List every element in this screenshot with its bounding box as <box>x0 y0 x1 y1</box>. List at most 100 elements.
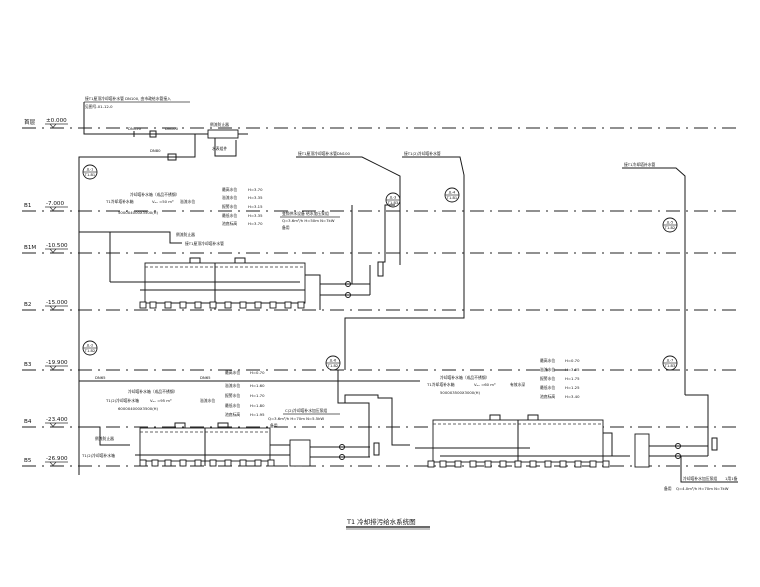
valve-icon <box>130 131 138 137</box>
floor-name: B2 <box>24 302 31 308</box>
pipe-size: DN100 <box>165 126 179 131</box>
valve-row <box>139 459 275 467</box>
riser-sub: T1-B3 <box>664 364 675 368</box>
level-label: 首层 ±0.000 <box>24 118 68 129</box>
pump-icon <box>345 281 351 287</box>
pressure-tank-icon <box>373 442 380 456</box>
branch-pipe <box>145 134 196 158</box>
pump-icon <box>345 292 351 298</box>
level-name: 最低水位 <box>222 213 237 218</box>
water-levels: 最高水位 H=0.70 溢流水位 H=3.05 报警水位 H=1.75 最低水位… <box>540 358 580 399</box>
tank-label: T1冷却塔补水箱 <box>105 199 134 204</box>
riser-tag: JL-7 T1-B3 <box>662 355 678 371</box>
riser-id: JL-2 <box>86 344 94 348</box>
routing-pipe <box>344 156 465 370</box>
elevation-value: -23.400 <box>46 417 68 423</box>
pump-unit: 1用1备 <box>725 476 738 481</box>
elevation-marker-icon <box>45 123 68 129</box>
tank-1: 冷却塔补水箱（成品不锈钢） T1冷却塔补水箱 Vₑₓ =50 m³ 溢流水位 5… <box>79 187 321 310</box>
pump-group-3: 冷却塔补水加压泵组 1用1备 备用 Q=4.0m³/h H=70m N=7kW <box>649 394 738 491</box>
riser-tag: JL-2 T1-B2 <box>82 340 98 356</box>
pump-note: 备用 <box>270 423 278 428</box>
routing-pipe <box>622 167 686 395</box>
valve-icon <box>167 153 177 161</box>
vent-icon <box>489 414 539 420</box>
pump-group-1: 变频供水设备 给水加压泵组 Q=3.6m³/h H=50m N=7kW 备用 <box>280 204 395 298</box>
riser-tag: JL-5 T1-B2 <box>662 217 678 233</box>
pump-housing <box>289 439 311 467</box>
tank-label: T1冷却塔补水箱 <box>426 382 455 387</box>
level-lines <box>22 127 740 467</box>
level-value: H=1.80 <box>250 403 265 408</box>
pump-pipes <box>649 445 708 457</box>
level-name: 溢流水位 <box>222 195 237 200</box>
riser-tag: JL-4 T1-B1 <box>444 187 460 203</box>
pump-housing <box>634 433 650 468</box>
inlet-pipe <box>79 231 182 244</box>
pipe-note: 接T1屋顶冷却塔补水管 <box>185 241 224 246</box>
riser-id: JL-5 <box>666 221 674 225</box>
pipe-size: DN80 <box>150 148 161 153</box>
elevation-marker-icon <box>45 422 68 428</box>
tank-side-label: 有效水深 <box>510 382 525 387</box>
floor-name: B5 <box>24 458 32 464</box>
level-name: 最低水位 <box>225 403 240 408</box>
intake-note: 接T1屋顶冷却塔补水管 DN100, 由市政给水管接入 <box>85 96 171 101</box>
level-value: H=3.35 <box>248 195 263 200</box>
pipe-size: DN65 <box>200 375 211 380</box>
level-value: H=3.15 <box>248 204 263 209</box>
inlet-pipe <box>79 426 130 446</box>
level-label: B4 -23.400 <box>24 417 68 428</box>
routing-upper: 接T1屋顶冷却塔补水管DN100 接T1(2)冷却塔补水管 接T1冷却塔补水管 <box>296 151 686 395</box>
level-value: H=1.60 <box>250 383 265 388</box>
tank-volume: Vₑₓ =60 m³ <box>474 382 496 387</box>
pump-label: 冷却塔补水加压泵组 <box>683 476 717 481</box>
riser-sub: T1-B3 <box>387 201 398 205</box>
level-name: 最高水位 <box>540 358 555 363</box>
tank-name: 冷却塔补水箱（成品不锈钢） <box>130 192 179 197</box>
meter-label: 水表组件 <box>212 146 227 151</box>
intake-main-pipe <box>83 102 248 135</box>
level-value: H=1.25 <box>565 385 580 390</box>
tank-name: 冷却塔补水箱（成品不锈钢） <box>440 375 489 380</box>
pump-icon <box>339 454 345 460</box>
tank-size: 5000X4000X3500(H) <box>118 210 159 215</box>
bypass-pipe <box>214 138 237 157</box>
elevation-marker-icon <box>45 248 68 254</box>
level-value: H=3.35 <box>248 213 263 218</box>
pump-spec: Q=3.6m³/h H=50m N=7kW <box>282 218 335 223</box>
level-name: 最高水位 <box>222 187 237 192</box>
riser-tags: JL-1 T1-B1 JL-2 T1-B2 JL-3 T1-B3 JL-4 T1… <box>82 164 678 371</box>
level-value: H=1.70 <box>250 393 265 398</box>
routing-pipe <box>296 156 401 265</box>
riser-sub: T1-B2 <box>327 364 338 368</box>
tank-side-label: 溢流水位 <box>200 398 215 403</box>
level-label: B1M -10.500 <box>24 243 68 254</box>
tank-volume: Vₑₓ =95 m³ <box>150 398 172 403</box>
elevation-value: -15.000 <box>46 300 68 306</box>
riser-sub: T1-B2 <box>664 226 675 230</box>
riser-tag: JL-6 T1-B2 <box>325 355 341 371</box>
level-name: 最高水位 <box>225 370 240 375</box>
level-label: B1 -7.000 <box>24 201 68 212</box>
elevation-value: -26.900 <box>46 456 68 462</box>
pressure-tank-icon <box>711 437 718 451</box>
level-value: H=0.70 <box>565 358 580 363</box>
riser-connector <box>378 204 395 263</box>
riser-sub: T1-B1 <box>446 196 457 200</box>
water-levels: 最高水位 H=0.70 溢流水位 H=1.60 报警水位 H=1.70 最低水位… <box>225 370 265 417</box>
level-name: 报警水位 <box>225 393 240 398</box>
tank-size: 6000X4000X3500(H) <box>118 406 159 411</box>
floor-name: B4 <box>24 419 32 425</box>
valve-label: 倒流防止器 <box>210 122 229 127</box>
tank-2: DN65 DN65 冷却塔补水箱（成品不锈钢） T1(2)冷却塔补水箱 Vₑₓ … <box>79 370 420 467</box>
backflow-preventer-box <box>207 129 239 139</box>
pressure-tank-icon <box>369 261 384 295</box>
level-value: H=3.70 <box>248 221 263 226</box>
level-value: H=0.70 <box>250 370 265 375</box>
level-name: 池底标高 <box>540 394 555 399</box>
riser-connector <box>337 370 370 457</box>
pump-icon <box>675 443 681 449</box>
vent-icon <box>189 257 246 263</box>
floor-name: 首层 <box>24 118 36 126</box>
